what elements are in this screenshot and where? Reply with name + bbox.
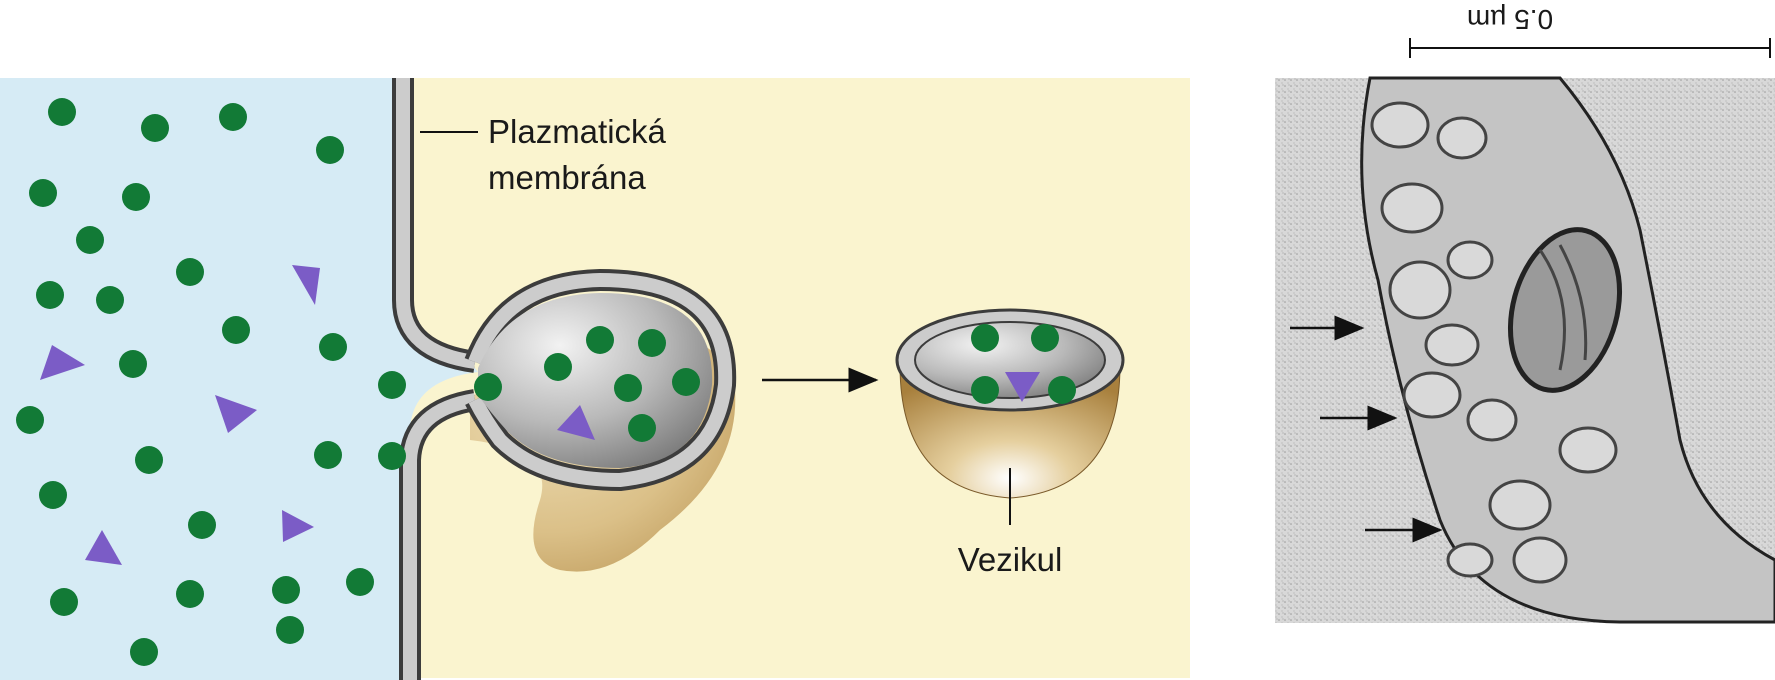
molecule-icon (971, 324, 999, 352)
molecule-icon (16, 406, 44, 434)
molecule-icon (76, 226, 104, 254)
vesicle-lumen (915, 322, 1105, 398)
molecule-icon (614, 374, 642, 402)
molecule-icon (219, 103, 247, 131)
molecule-icon (1031, 324, 1059, 352)
vesicle-label: Vezikul (958, 541, 1063, 578)
molecule-icon (314, 441, 342, 469)
molecule-icon (222, 316, 250, 344)
molecule-icon (48, 98, 76, 126)
molecule-icon (119, 350, 147, 378)
molecule-icon (122, 183, 150, 211)
molecule-icon (971, 376, 999, 404)
membrane-label-line1: Plazmatická (488, 113, 667, 150)
molecule-icon (29, 179, 57, 207)
molecule-icon (672, 368, 700, 396)
schematic-panel: Plazmatická membrána Vezikul (0, 78, 1190, 680)
molecule-icon (1048, 376, 1076, 404)
molecule-icon (176, 580, 204, 608)
scale-bar-label: 0.5 µm (1467, 4, 1553, 35)
molecule-icon (141, 114, 169, 142)
molecule-icon (346, 568, 374, 596)
molecule-icon (544, 353, 572, 381)
molecule-icon (378, 371, 406, 399)
molecule-icon (378, 442, 406, 470)
molecule-icon (272, 576, 300, 604)
molecule-icon (50, 588, 78, 616)
molecule-icon (474, 373, 502, 401)
molecule-icon (276, 616, 304, 644)
molecule-icon (176, 258, 204, 286)
membrane-label-line2: membrána (488, 159, 646, 196)
micrograph-panel: 0.5 µm (1275, 4, 1775, 623)
molecule-icon (135, 446, 163, 474)
molecule-icon (319, 333, 347, 361)
molecule-icon (638, 329, 666, 357)
molecule-icon (96, 286, 124, 314)
molecule-icon (188, 511, 216, 539)
molecule-icon (130, 638, 158, 666)
molecule-icon (628, 414, 656, 442)
molecule-icon (316, 136, 344, 164)
molecule-icon (36, 281, 64, 309)
molecule-icon (39, 481, 67, 509)
molecule-icon (586, 326, 614, 354)
